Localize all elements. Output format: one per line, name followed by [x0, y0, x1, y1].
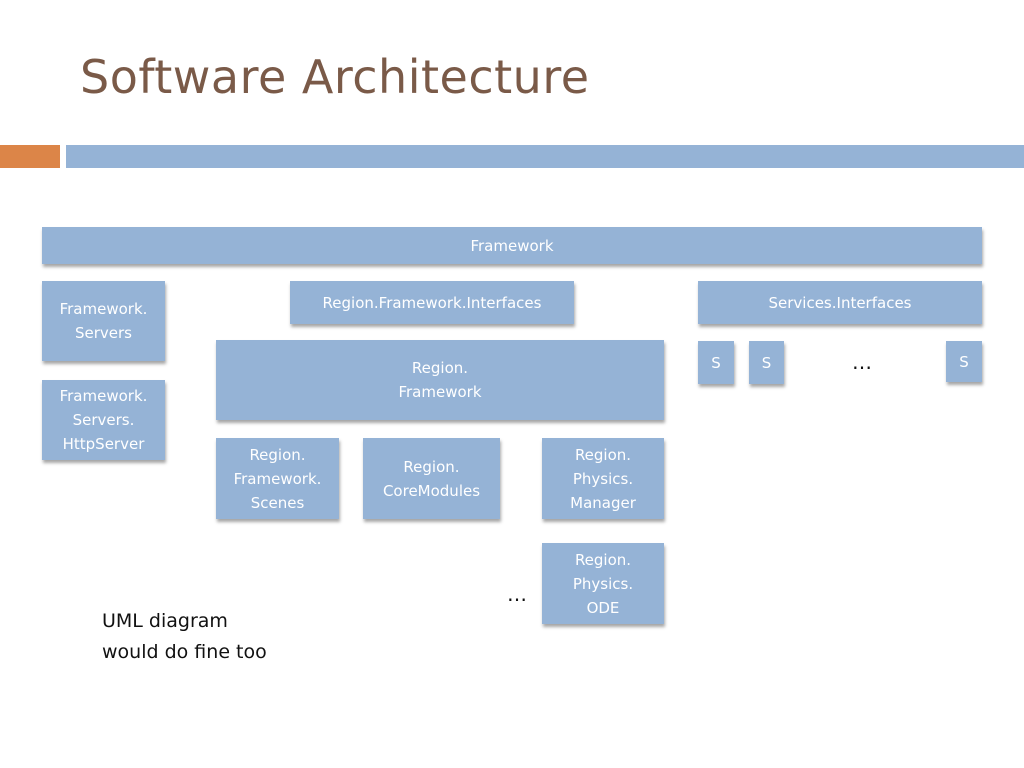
box-framework: Framework — [42, 227, 982, 264]
box-region-framework-scenes: Region. Framework. Scenes — [216, 438, 339, 519]
box-service-s-3: S — [946, 341, 982, 382]
box-service-s-2: S — [749, 341, 784, 384]
box-region-framework: Region. Framework — [216, 340, 664, 420]
box-region-framework-interfaces: Region.Framework.Interfaces — [290, 281, 574, 324]
box-framework-servers-httpserver: Framework. Servers. HttpServer — [42, 380, 165, 460]
box-service-s-1: S — [698, 341, 734, 384]
slide-title: Software Architecture — [80, 50, 590, 104]
box-services-interfaces: Services.Interfaces — [698, 281, 982, 324]
title-divider-bar — [66, 145, 1024, 168]
box-region-physics-manager: Region. Physics. Manager — [542, 438, 664, 519]
ellipsis-physics: … — [507, 582, 527, 606]
box-framework-servers: Framework. Servers — [42, 281, 165, 361]
ellipsis-services: … — [852, 350, 872, 374]
slide-note: UML diagram would do fine too — [102, 610, 267, 663]
title-divider-accent — [0, 145, 60, 168]
box-region-coremodules: Region. CoreModules — [363, 438, 500, 519]
box-region-physics-ode: Region. Physics. ODE — [542, 543, 664, 624]
